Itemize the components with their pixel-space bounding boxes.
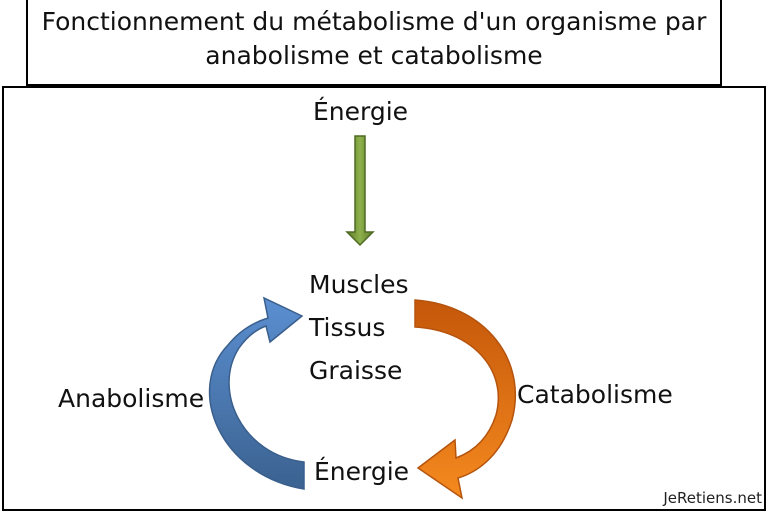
energy-bottom-label: Énergie (314, 457, 410, 486)
anabolism-label: Anabolisme (58, 384, 205, 413)
anabolism-arrow (208, 296, 305, 490)
graisse-label: Graisse (309, 356, 403, 385)
diagram-frame (2, 86, 766, 511)
energy-input-arrow (345, 135, 375, 247)
catabolism-label: Catabolisme (517, 380, 673, 409)
energy-top-label: Énergie (313, 97, 409, 126)
catabolism-arrow (414, 299, 517, 500)
tissus-label: Tissus (309, 313, 386, 342)
title-box: Fonctionnement du métabolisme d'un organ… (26, 0, 722, 86)
muscles-label: Muscles (309, 270, 409, 299)
title-line-2: anabolisme et catabolisme (205, 41, 543, 70)
title-line-1: Fonctionnement du métabolisme d'un organ… (41, 7, 707, 36)
watermark: JeRetiens.net (663, 489, 762, 507)
